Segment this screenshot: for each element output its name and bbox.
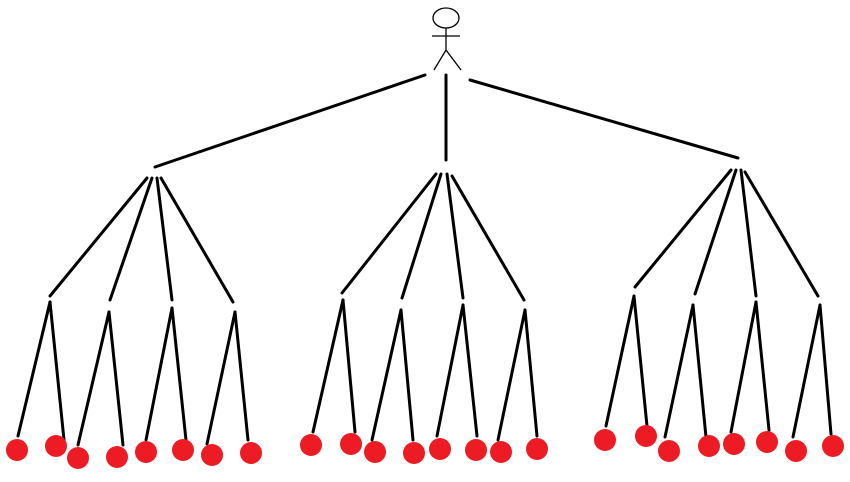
edge-branch-1-sub-3-leaf-1	[144, 306, 174, 442]
edge-branch-2-sub-1-leaf-2	[341, 298, 357, 434]
edge-branch-3-sub-2-leaf-2	[691, 303, 708, 439]
edge-root-branch-1	[153, 73, 427, 169]
edge-branch-3-sub-1	[633, 168, 733, 289]
edge-branch-1-sub-3-leaf-2	[170, 306, 188, 442]
edge-branch-3-sub-3	[739, 168, 758, 298]
leaf-node-2-2	[340, 433, 362, 455]
edge-branch-2-sub-2-leaf-1	[370, 308, 403, 442]
edge-branch-3-sub-4-leaf-2	[818, 303, 833, 436]
leaf-node-3-8	[822, 435, 844, 457]
leaf-node-2-7	[490, 441, 512, 463]
edge-branch-1-sub-4-leaf-2	[233, 310, 250, 442]
leaf-node-2-3	[364, 441, 386, 463]
tree-edges	[16, 73, 833, 447]
leaf-node-1-4	[106, 446, 128, 468]
edge-branch-1-sub-2-leaf-1	[76, 310, 111, 447]
edge-branch-2-sub-3	[445, 172, 465, 300]
edge-branch-2-sub-4	[450, 174, 526, 302]
edge-branch-3-sub-1-leaf-1	[604, 294, 636, 428]
leaf-node-3-1	[594, 429, 616, 451]
edge-branch-1-sub-2	[108, 176, 154, 302]
edge-branch-3-sub-3-leaf-2	[754, 300, 771, 432]
edge-branch-1-sub-4	[159, 176, 235, 304]
leaf-node-2-4	[403, 442, 425, 464]
leaf-node-3-6	[756, 431, 778, 453]
leaf-node-3-4	[698, 435, 720, 457]
edge-branch-2-sub-2-leaf-2	[399, 308, 415, 442]
edge-branch-3-sub-1-leaf-2	[632, 294, 649, 428]
tree-leaves	[6, 425, 844, 469]
edge-branch-3-sub-4-leaf-1	[791, 303, 822, 439]
edge-branch-2-sub-1-leaf-1	[311, 298, 345, 434]
person-icon	[432, 7, 462, 71]
leaf-node-2-5	[429, 438, 451, 460]
edge-branch-3-sub-2-leaf-1	[663, 303, 695, 439]
edge-branch-2-sub-1	[340, 172, 438, 295]
edge-branch-3-sub-3-leaf-1	[729, 300, 758, 434]
edge-branch-2-sub-3-leaf-2	[461, 303, 479, 438]
leaf-node-1-3	[67, 447, 89, 469]
edge-branch-1-sub-2-leaf-2	[107, 310, 125, 447]
edge-branch-2-sub-3-leaf-1	[435, 303, 465, 438]
edge-branch-1-sub-3	[155, 176, 174, 302]
edge-branch-1-sub-1-leaf-2	[48, 300, 66, 442]
leaf-node-3-3	[658, 440, 680, 462]
edge-branch-2-sub-2	[400, 172, 443, 300]
edge-root-branch-3	[468, 78, 740, 160]
leaf-node-1-6	[172, 439, 194, 461]
edge-branch-1-sub-1-leaf-1	[16, 300, 52, 438]
edge-branch-3-sub-2	[693, 168, 738, 296]
leaf-node-2-6	[465, 439, 487, 461]
leaf-node-2-1	[300, 434, 322, 456]
leaf-node-1-1	[6, 439, 28, 461]
leaf-node-1-7	[201, 444, 223, 466]
edge-branch-2-sub-4-leaf-1	[496, 308, 527, 442]
edge-branch-3-sub-4	[743, 170, 820, 298]
leaf-node-1-2	[45, 435, 67, 457]
leaf-node-1-5	[135, 441, 157, 463]
leaf-node-2-8	[526, 438, 548, 460]
leaf-node-3-5	[723, 433, 745, 455]
leaf-node-3-2	[635, 425, 657, 447]
leaf-node-1-8	[240, 442, 262, 464]
leaf-node-3-7	[785, 440, 807, 462]
edge-branch-2-sub-4-leaf-2	[523, 308, 539, 438]
edge-branch-1-sub-4-leaf-1	[205, 310, 237, 446]
edge-branch-1-sub-1	[48, 176, 149, 298]
